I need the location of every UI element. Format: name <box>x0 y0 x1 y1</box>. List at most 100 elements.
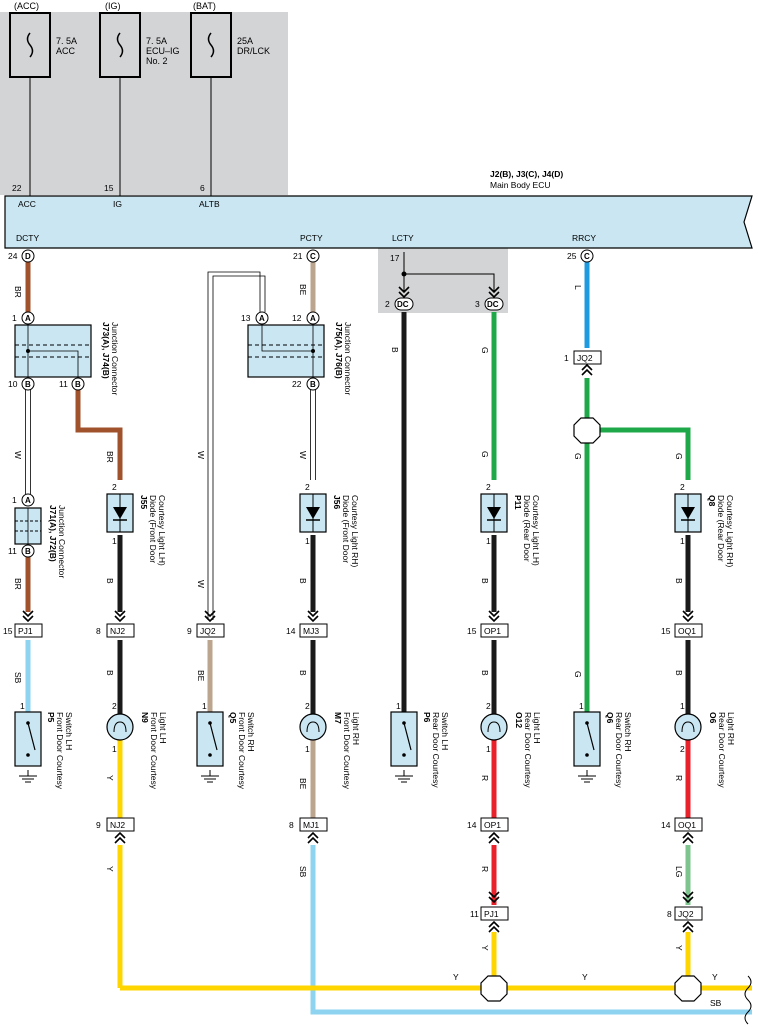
fuse-name: ECU–IG <box>146 46 180 56</box>
pin-number: 13 <box>241 313 251 323</box>
pin-letter: A <box>25 496 31 505</box>
wire-color-label: B <box>298 578 308 584</box>
pin-number: 15 <box>104 183 114 193</box>
diode-p11: P11 Diode (Rear Door Courtesy Light LH) <box>480 493 541 566</box>
diode-q8: Q8 Diode (Rear Door Courtesy Light RH) <box>674 493 735 567</box>
pin-number: 1 <box>486 536 491 546</box>
switch-p5: P5 Front Door Courtesy Switch LH <box>14 711 74 790</box>
component-pin-numbers: 2 1 2 1 2 1 2 1 1 2 1 1 2 1 1 2 1 1 1 2 <box>20 482 685 754</box>
pin-number: 22 <box>292 379 302 389</box>
lcty-pin-2: DC 2 <box>385 286 414 311</box>
connector-code: PJ1 <box>18 626 33 636</box>
pin-number: 2 <box>680 744 685 754</box>
junction-connector-j73: A 1 B 10 B 11 J73(A), J74(B) Junction Co… <box>8 311 120 395</box>
ecu-pin-pcty: C 21 <box>293 249 320 263</box>
connector-code: PJ1 <box>484 909 499 919</box>
wire-color-label: BE <box>298 284 308 296</box>
wire-color-label: W <box>196 451 206 459</box>
splice-point <box>674 975 702 1002</box>
connector-code: MJ3 <box>303 626 319 636</box>
pin-letter: C <box>584 252 590 261</box>
pin-code: DC <box>487 300 499 309</box>
wire-color-label: G <box>573 671 583 678</box>
pin-number: 9 <box>96 820 101 830</box>
light-name: Front Door Courtesy <box>342 712 352 790</box>
pin-number: 1 <box>579 701 584 711</box>
switch-id: Q5 <box>228 712 238 724</box>
fuse-rating: 7. 5A <box>56 36 77 46</box>
pin-letter: D <box>25 252 31 261</box>
connector-code: JQ2 <box>200 626 216 636</box>
connector-oq1-14: OQ1 14 <box>661 817 703 844</box>
pin-number: 11 <box>8 546 17 556</box>
wire-color-label: W <box>298 451 308 459</box>
wire-color-label: R <box>480 775 490 781</box>
ecu-pin-lcty: 17 <box>390 253 407 277</box>
pin-number: 14 <box>467 820 477 830</box>
connector-op1-14: OP1 14 <box>467 817 509 844</box>
switch-name-2: Switch LH <box>64 712 74 750</box>
connector-jq2-9: JQ2 9 <box>187 610 225 638</box>
connector-code: JQ2 <box>577 353 593 363</box>
wire-color-label: Y <box>480 945 490 951</box>
pin-number: 1 <box>396 701 401 711</box>
ecu-terminal-label: ALTB <box>199 199 220 209</box>
pin-number: 3 <box>475 299 480 309</box>
pin-number: 15 <box>3 626 13 636</box>
pin-letter: C <box>310 252 316 261</box>
fuse-rating: 7. 5A <box>146 36 167 46</box>
fuse-source-label: (ACC) <box>14 1 39 11</box>
diode-name-2: Courtesy Light LH) <box>157 495 167 566</box>
wire-color-label: B <box>480 578 490 584</box>
diode-id: J55 <box>139 495 149 509</box>
connector-code: OP1 <box>484 626 501 636</box>
wire-color-label: G <box>674 453 684 460</box>
connector-pj1-11: PJ1 11 <box>470 891 509 933</box>
fuse-ig: (IG) 7. 5A ECU–IG No. 2 <box>99 1 180 78</box>
pin-number: 6 <box>200 183 205 193</box>
wire-color-label: G <box>480 451 490 458</box>
connector-code: MJ1 <box>303 820 319 830</box>
wire-color-label: BR <box>13 578 23 590</box>
pin-number: 10 <box>8 379 18 389</box>
ecu-pin-rrcy: C 25 <box>567 249 594 263</box>
connector-id: J75(A), J76(B) <box>334 322 344 379</box>
pin-number: 2 <box>385 299 390 309</box>
pin-number: 2 <box>486 482 491 492</box>
diode-name: Diode (Front Door <box>148 495 158 563</box>
light-id: O6 <box>708 712 718 724</box>
wire-color-label: B <box>390 347 400 353</box>
light-name: Rear Door Courtesy <box>717 712 727 788</box>
switch-name-2: Switch LH <box>440 712 450 750</box>
fuse-source-label: (IG) <box>105 1 121 11</box>
connector-jq2-8: JQ2 8 <box>667 891 703 933</box>
pin-number: 1 <box>12 495 17 505</box>
pin-number: 8 <box>96 626 101 636</box>
switch-name: Front Door Courtesy <box>55 712 65 790</box>
light-id: O12 <box>514 712 524 728</box>
switch-name-2: Switch RH <box>246 712 256 752</box>
wire-color-label: BE <box>196 670 206 682</box>
light-name-2: Light RH <box>726 712 736 745</box>
diode-name: Diode (Rear Door <box>522 495 532 562</box>
connector-mj1-8: MJ1 8 <box>289 817 328 844</box>
wire-color-label: W <box>196 580 206 588</box>
pin-number: 1 <box>305 536 310 546</box>
wire-color-label: G <box>573 453 583 460</box>
diode-j56: J56 Diode (Front Door Courtesy Light RH) <box>299 493 360 567</box>
pin-letter: B <box>25 547 31 556</box>
junction-connector-j75: A 13 A 12 B 22 J75(A), J76(B) Junction C… <box>241 311 353 395</box>
wire-color-label: L <box>573 285 583 290</box>
pin-letter: A <box>259 314 265 323</box>
pin-number: 8 <box>289 820 294 830</box>
pin-number: 1 <box>12 313 17 323</box>
ecu-terminal-label: RRCY <box>572 233 596 243</box>
pin-number: 1 <box>202 701 207 711</box>
ecu-terminal-label: PCTY <box>300 233 323 243</box>
wire-color-label: Y <box>105 866 115 872</box>
ecu-pin-dcty: D 24 <box>8 249 35 263</box>
wire-color-label: B <box>674 578 684 584</box>
pin-number: 1 <box>305 744 310 754</box>
fuse-bat: (BAT) 25A DR/LCK <box>190 1 270 78</box>
